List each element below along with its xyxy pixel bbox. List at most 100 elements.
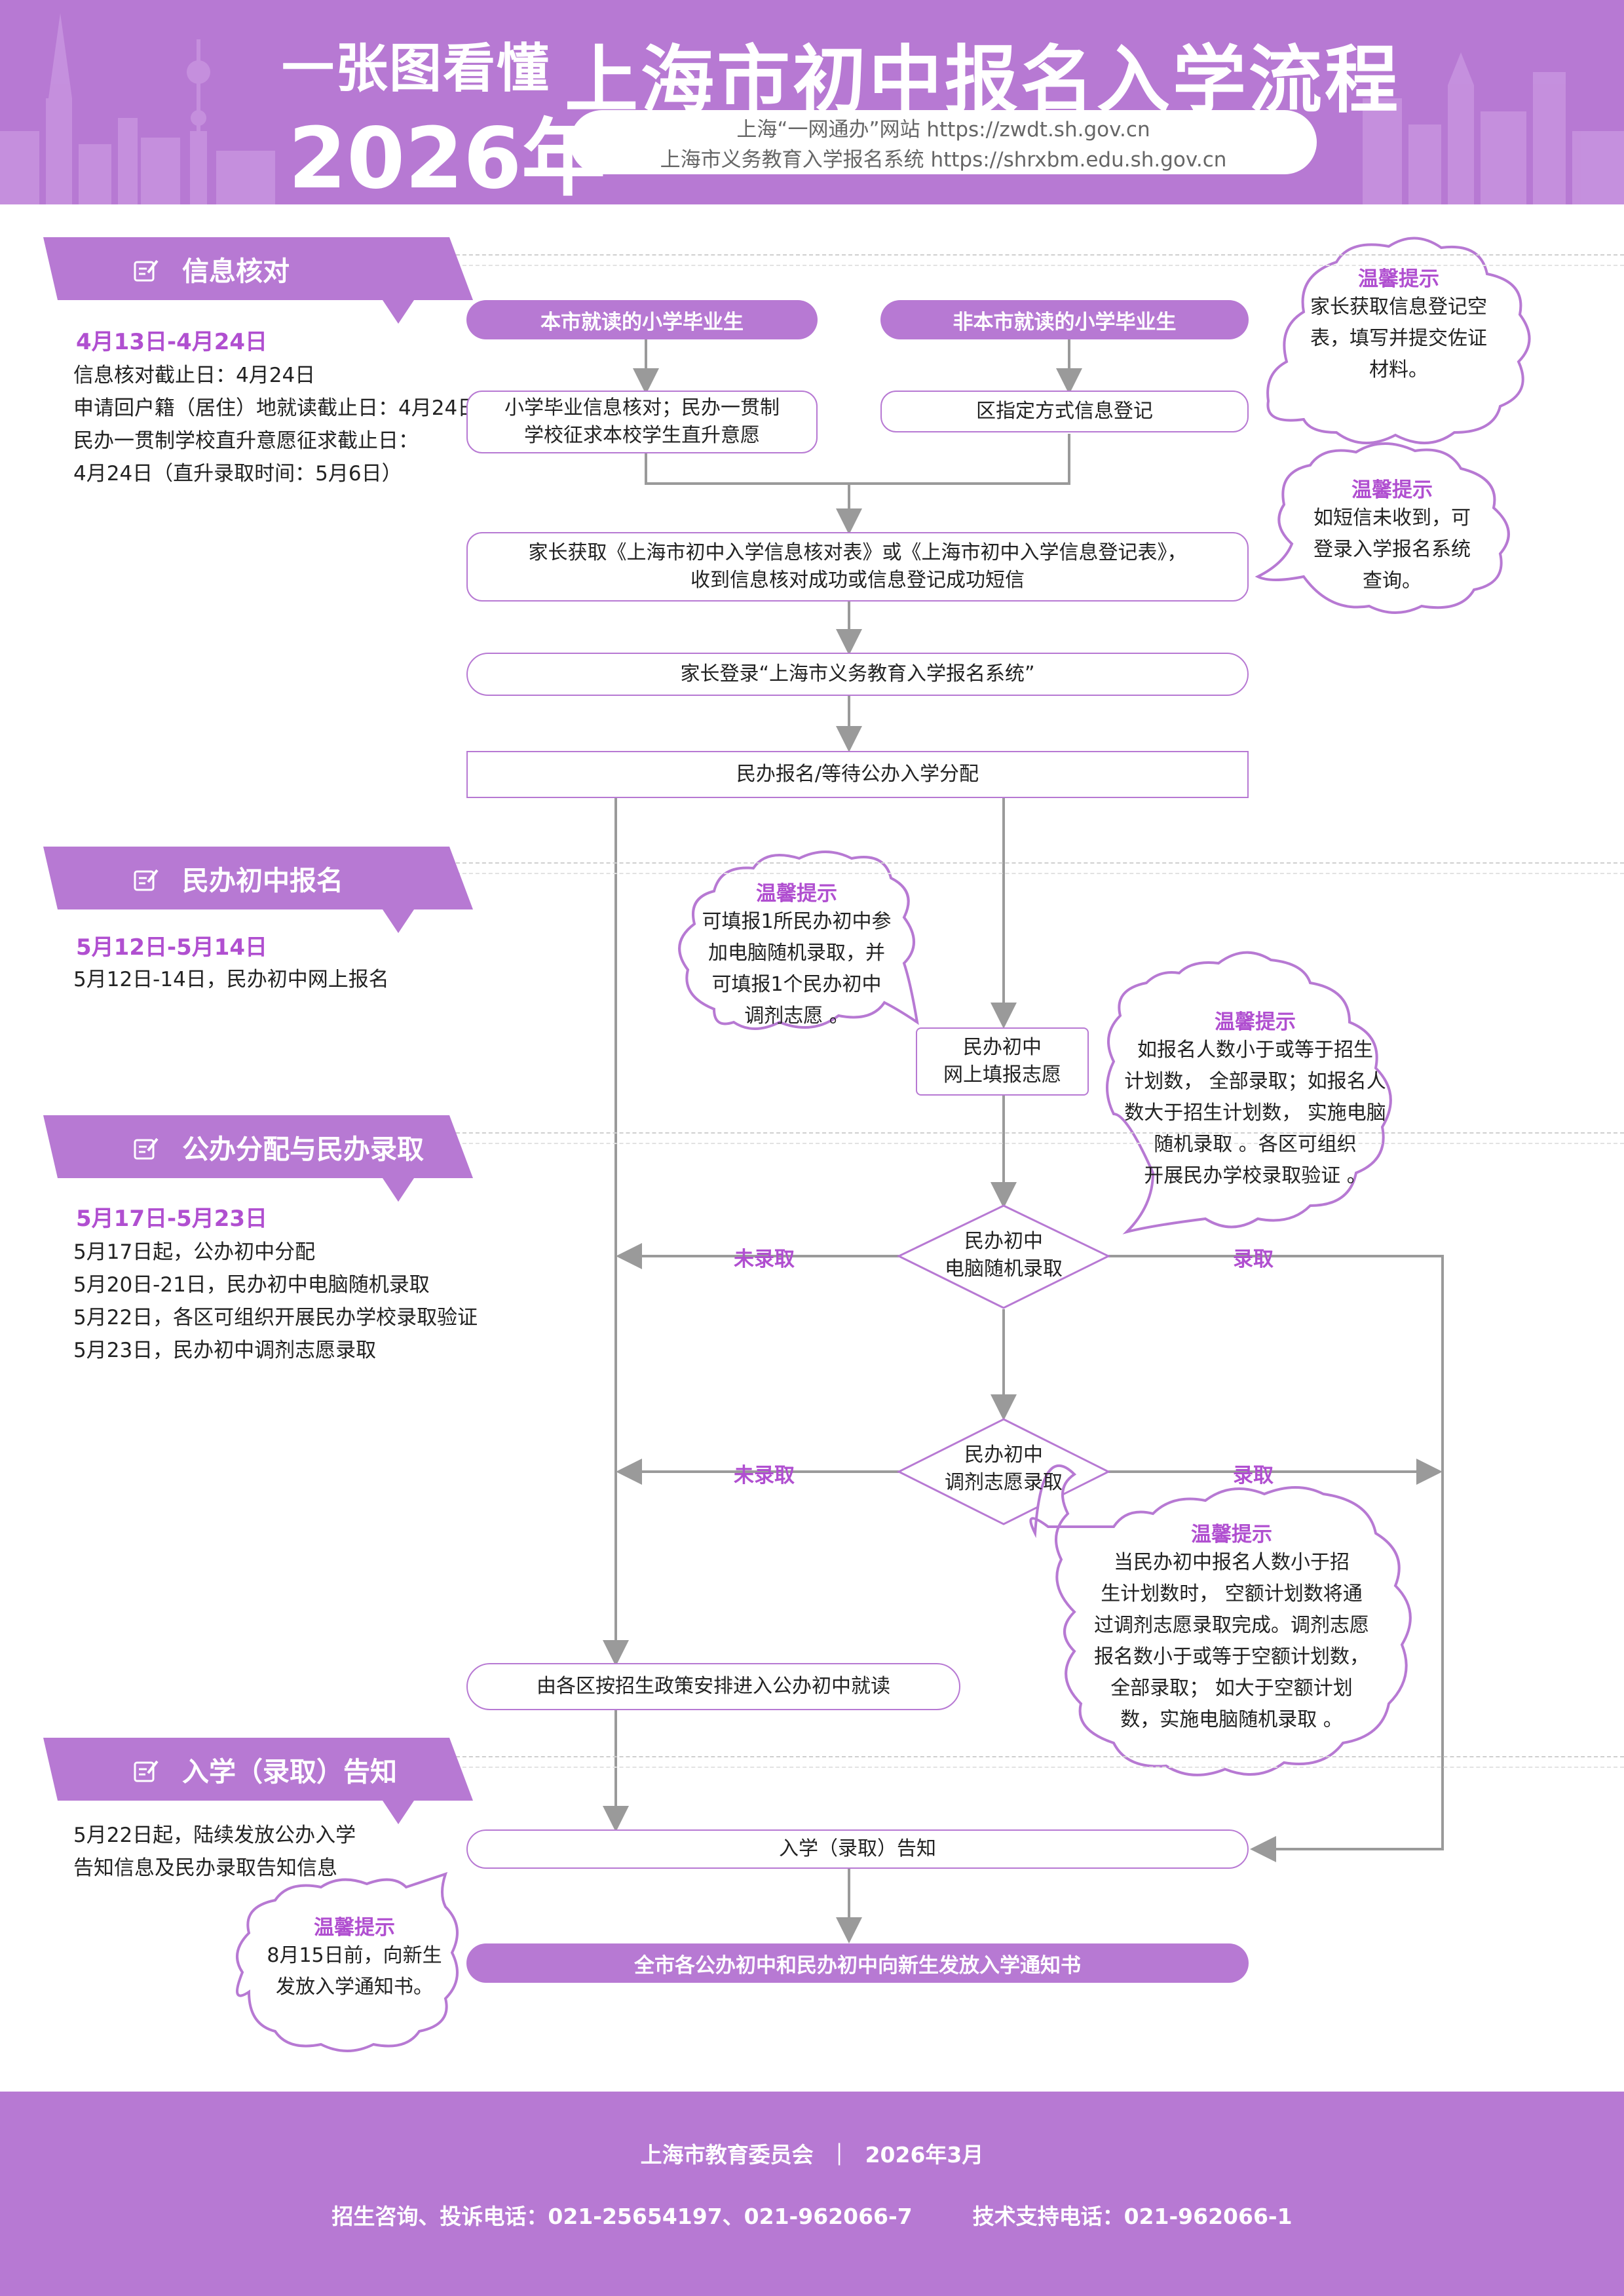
- tip-line: 计划数， 全部录取；如报名人: [1124, 1070, 1386, 1093]
- adjust-label: 民办初中 调剂志愿录取: [905, 1442, 1102, 1497]
- tip-6: 温馨提示 8月15日前，向新生 发放入学通知书。: [253, 1911, 456, 2003]
- box-line: 民办初中: [963, 1036, 1042, 1059]
- info-line: 5月12日-14日，民办初中网上报名: [73, 968, 389, 991]
- tip-line: 加电脑随机录取，并: [708, 942, 885, 965]
- admitted-label: 录取: [1233, 1464, 1274, 1487]
- public-assign-box: 由各区按招生政策安排进入公办初中就读: [466, 1663, 960, 1710]
- section-title: 民办初中报名: [182, 865, 343, 896]
- section-info: 信息核对截止日：4月24日 申请回户籍（居住）地就读截止日：4月24日 民办一贯…: [73, 359, 478, 490]
- url-yiwangtongban[interactable]: 上海“一网通办”网站 https://zwdt.sh.gov.cn: [736, 118, 1150, 142]
- tip-line: 可填报1个民办初中: [711, 973, 882, 996]
- footer-publisher: 上海市教育委员会 ｜ 2026年3月: [640, 2142, 984, 2168]
- not-admitted-label: 未录取: [734, 1464, 795, 1487]
- info-line: 5月23日，民办初中调剂志愿录取: [73, 1339, 377, 1362]
- nonlocal-register-box: 区指定方式信息登记: [880, 391, 1249, 432]
- tip-5: 温馨提示 当民办初中报名人数小于招 生计划数时， 空额计划数将通 过调剂志愿录取…: [1068, 1518, 1395, 1736]
- header-year: 2026年: [288, 110, 606, 204]
- tip-line: 发放入学通知书。: [276, 1976, 433, 1999]
- section-date: 5月17日-5月23日: [76, 1206, 268, 1232]
- tip-title: 温馨提示: [1191, 1523, 1272, 1546]
- section-tab-tail: [383, 1178, 414, 1202]
- local-verify-box: 小学毕业信息核对；民办一贯制 学校征求本校学生直升意愿: [466, 391, 818, 453]
- info-line: 信息核对截止日：4月24日: [73, 364, 316, 387]
- url-enrollment-system[interactable]: 上海市义务教育入学报名系统 https://shrxbm.edu.sh.gov.…: [660, 148, 1227, 172]
- tip-cloud-3: [678, 851, 919, 1030]
- diamond-line: 电脑随机录取: [945, 1257, 1063, 1280]
- box-line: 学校征求本校学生直升意愿: [524, 424, 760, 447]
- edit-note-icon: [134, 1757, 159, 1782]
- final-notice-box: 全市各公办初中和民办初中向新生发放入学通知书: [466, 1943, 1249, 1983]
- section-tab-private-apply: 民办初中报名: [43, 847, 473, 909]
- skyline-illustration: [0, 13, 1624, 204]
- diamond-line: 调剂志愿录取: [945, 1471, 1063, 1494]
- tip-title: 温馨提示: [1358, 267, 1439, 291]
- tip-line: 开展民办学校录取验证 。: [1144, 1164, 1367, 1187]
- tip-line: 材料。: [1369, 358, 1428, 381]
- section-tab-notification: 入学（录取）告知: [43, 1738, 473, 1801]
- footer: 上海市教育委员会 ｜ 2026年3月 招生咨询、投诉电话：021-2565419…: [0, 2092, 1624, 2296]
- tip-title: 温馨提示: [1351, 478, 1433, 502]
- header-banner: 一张图看懂 2026年 上海市初中报名入学流程 上海“一网通办”网站 https…: [0, 0, 1624, 204]
- local-grad-box: 本市就读的小学毕业生: [466, 300, 818, 339]
- section-tab-tail: [383, 300, 414, 324]
- tip-line: 数大于招生计划数， 实施电脑: [1124, 1101, 1386, 1124]
- tip-line: 如报名人数小于或等于招生: [1137, 1039, 1373, 1062]
- lottery-diamond: [896, 1204, 1111, 1309]
- section-title: 入学（录取）告知: [182, 1756, 397, 1788]
- tip-title: 温馨提示: [314, 1916, 395, 1940]
- tip-line: 家长获取信息登记空: [1310, 296, 1487, 318]
- header-pretitle: 一张图看懂: [282, 38, 550, 99]
- private-apply-box: 民办初中 网上填报志愿: [916, 1027, 1089, 1096]
- section-title: 公办分配与民办录取: [182, 1134, 424, 1165]
- tip-line: 数，实施电脑随机录取 。: [1120, 1708, 1343, 1731]
- box-line: 小学毕业信息核对；民办一贯制: [504, 396, 780, 419]
- info-line: 5月17日起，公办初中分配: [73, 1240, 316, 1264]
- tip-cloud-1: [1266, 237, 1531, 445]
- notify-box: 入学（录取）告知: [466, 1829, 1249, 1869]
- not-admitted-label: 未录取: [734, 1248, 795, 1271]
- section-info: 5月17日起，公办初中分配 5月20日-21日，民办初中电脑随机录取 5月22日…: [73, 1236, 478, 1367]
- tip-line: 过调剂志愿录取完成。调剂志愿: [1094, 1614, 1369, 1637]
- info-line: 4月24日（直升录取时间：5月6日）: [73, 462, 402, 486]
- section-divider: [430, 1756, 1624, 1757]
- diamond-line: 民办初中: [964, 1230, 1043, 1253]
- private-or-wait-box: 民办报名/等待公办入学分配: [466, 751, 1249, 798]
- tip-3: 温馨提示 可填报1所民办初中参 加电脑随机录取，并 可填报1个民办初中 调剂志愿…: [685, 877, 908, 1032]
- url-pill: [570, 110, 1317, 174]
- tip-line: 8月15日前，向新生: [267, 1944, 442, 1967]
- section-divider: [430, 1132, 1624, 1134]
- box-line: 网上填报志愿: [943, 1063, 1061, 1086]
- tip-line: 生计划数时， 空额计划数将通: [1101, 1582, 1363, 1605]
- tip-cloud-4: [1106, 951, 1392, 1234]
- section-date: 4月13日-4月24日: [76, 329, 268, 355]
- edit-note-icon: [134, 866, 159, 891]
- edit-note-icon: [134, 257, 159, 282]
- tip-cloud-2: [1255, 442, 1510, 614]
- section-divider: [430, 873, 1624, 874]
- parent-login-box: 家长登录“上海市义务教育入学报名系统”: [466, 653, 1249, 696]
- section-info: 5月22日起，陆续发放公办入学 告知信息及民办录取告知信息: [73, 1819, 356, 1885]
- edit-note-icon: [134, 1135, 159, 1160]
- tip-cloud-6: [236, 1871, 459, 2052]
- parent-get-form-box: 家长获取《上海市初中入学信息核对表》或《上海市初中入学信息登记表》， 收到信息核…: [466, 532, 1249, 602]
- section-tab-public-assign: 公办分配与民办录取: [43, 1115, 473, 1178]
- box-line: 收到信息核对成功或信息登记成功短信: [690, 569, 1025, 592]
- tip-4: 温馨提示 如报名人数小于或等于招生 计划数， 全部录取；如报名人 数大于招生计划…: [1111, 1005, 1399, 1192]
- tip-1: 温馨提示 家长获取信息登记空 表，填写并提交佐证 材料。: [1304, 262, 1494, 386]
- tip-line: 报名数小于或等于空额计划数，: [1094, 1645, 1369, 1668]
- section-divider: [430, 862, 1624, 864]
- tip-cloud-5: [1029, 1464, 1412, 1776]
- tip-line: 全部录取； 如大于空额计划: [1110, 1677, 1353, 1700]
- section-tab-info-check: 信息核对: [43, 237, 473, 300]
- section-divider: [430, 1767, 1624, 1768]
- nonlocal-grad-box: 非本市就读的小学毕业生: [880, 300, 1249, 339]
- section-title: 信息核对: [182, 256, 290, 287]
- tip-line: 可填报1所民办初中参: [702, 910, 892, 933]
- tip-line: 调剂志愿 。: [744, 1004, 849, 1027]
- section-tab-tail: [383, 909, 414, 933]
- tip-line: 表，填写并提交佐证: [1310, 327, 1487, 350]
- tip-line: 查询。: [1363, 569, 1422, 592]
- tip-title: 温馨提示: [1215, 1010, 1296, 1034]
- info-line: 5月20日-21日，民办初中电脑随机录取: [73, 1273, 430, 1297]
- info-line: 申请回户籍（居住）地就读截止日：4月24日: [73, 396, 478, 420]
